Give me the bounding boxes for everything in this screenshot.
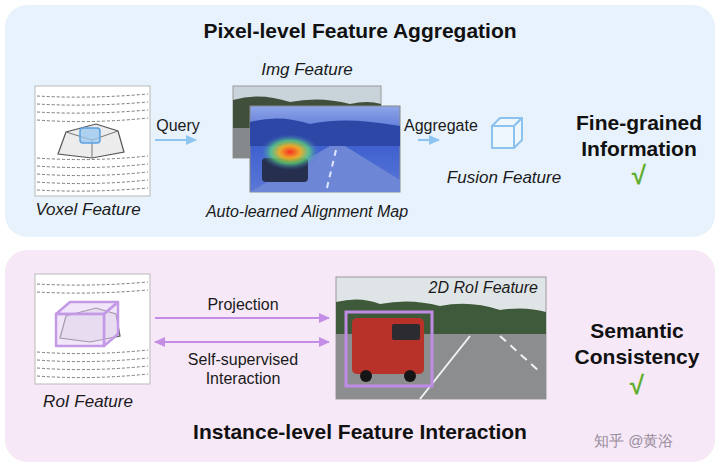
check-mark: √ xyxy=(562,370,712,401)
scan-line xyxy=(37,282,148,285)
lane-line xyxy=(420,336,470,399)
scan-line xyxy=(37,94,148,97)
scan-line xyxy=(37,102,148,105)
section-title: Pixel-level Feature Aggregation xyxy=(5,19,715,43)
caption-text: Auto-learned Alignment Map xyxy=(199,203,415,221)
scan-line xyxy=(37,366,148,370)
edge-label: Aggregate xyxy=(404,116,490,135)
edge-label: Query xyxy=(148,116,208,135)
scan-lines xyxy=(37,282,148,378)
van-window xyxy=(392,324,420,340)
query-voxel xyxy=(80,128,100,143)
roi-2d-picture xyxy=(336,277,546,399)
caption-text: Img Feature xyxy=(199,60,415,80)
watermark: 知乎 @黄浴 xyxy=(594,432,673,451)
scan-line xyxy=(37,188,148,191)
roi-2d-box xyxy=(346,312,432,386)
cube-side xyxy=(514,118,522,148)
scan-line xyxy=(37,350,148,354)
connector-arrow xyxy=(155,317,329,319)
edge-label: Projection xyxy=(188,295,298,314)
scan-line xyxy=(37,110,148,113)
caption-text: RoI Feature xyxy=(24,392,152,412)
scan-line xyxy=(37,358,148,362)
voxel-picture xyxy=(35,86,150,196)
red-van xyxy=(352,318,424,374)
caption-text: Fusion Feature xyxy=(442,168,566,188)
scan-lines xyxy=(37,94,148,191)
scan-line xyxy=(37,290,148,293)
caption-text: Voxel Feature xyxy=(24,200,152,220)
van-wheel xyxy=(360,370,372,382)
roi-3d-box xyxy=(56,302,118,346)
lane-line xyxy=(326,150,336,192)
car-points xyxy=(58,124,124,158)
connector-arrow xyxy=(418,139,439,141)
highlight-text: Semantic Consistency xyxy=(562,318,712,370)
scan-line xyxy=(37,164,148,168)
picture-frame xyxy=(250,106,400,192)
caption-text: 2D RoI Feature xyxy=(429,279,538,297)
picture-frame xyxy=(336,277,546,399)
check-mark: √ xyxy=(568,160,710,191)
edge-label: Self-supervised Interaction xyxy=(178,350,308,388)
picture-frame xyxy=(35,86,150,196)
highlight-text: Fine-grained Information xyxy=(568,110,710,162)
box-front xyxy=(56,314,104,346)
fusion-cube xyxy=(492,118,522,148)
image-front xyxy=(250,106,400,192)
scan-line xyxy=(37,172,148,176)
scan-line xyxy=(37,374,148,378)
van-wheel xyxy=(404,370,416,382)
lane-line xyxy=(500,336,540,372)
connector-arrow xyxy=(155,341,329,343)
roi-picture xyxy=(35,274,150,384)
scan-line xyxy=(37,118,148,122)
scan-line xyxy=(37,180,148,184)
connector-arrow xyxy=(155,139,196,141)
cube-front xyxy=(492,126,514,148)
attention-heatmap xyxy=(260,134,320,170)
box-side xyxy=(104,302,118,346)
picture-frame xyxy=(35,274,150,384)
